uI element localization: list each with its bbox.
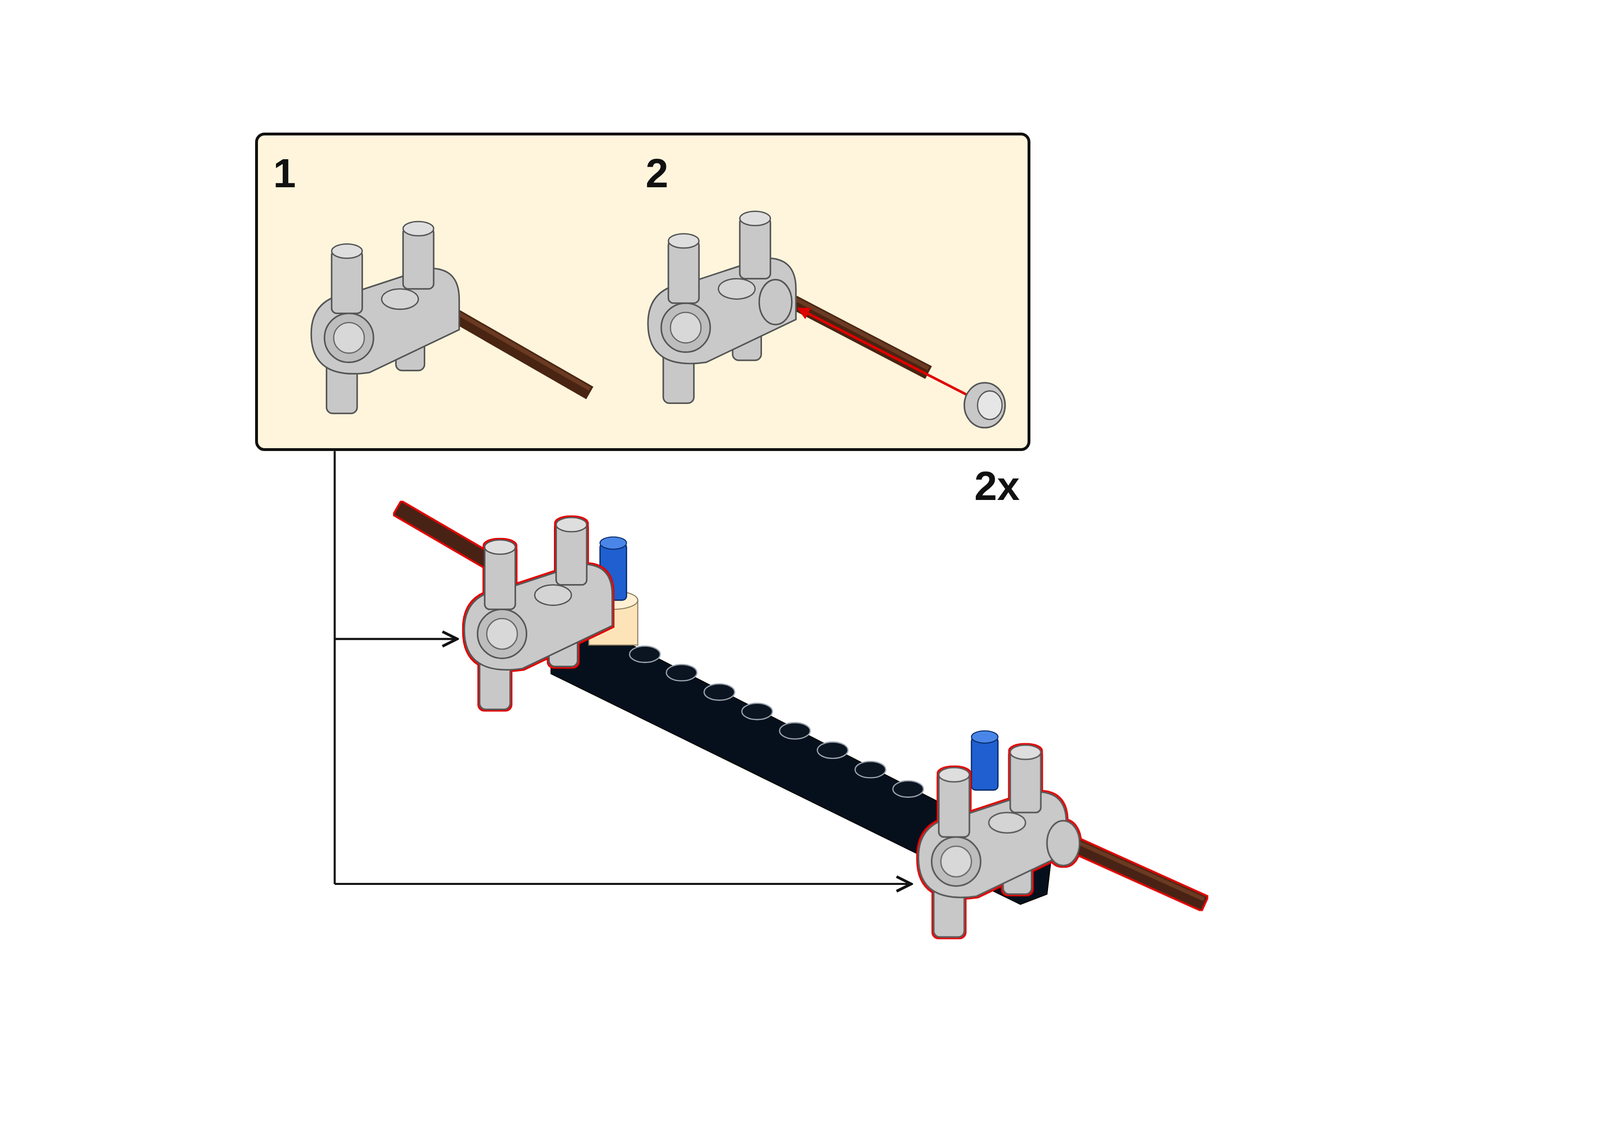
quantity-label: 2x [974, 465, 1020, 506]
subassembly-panel: 122x [255, 132, 1031, 451]
step-number: 1 [273, 152, 296, 194]
step-number: 2 [645, 152, 669, 194]
